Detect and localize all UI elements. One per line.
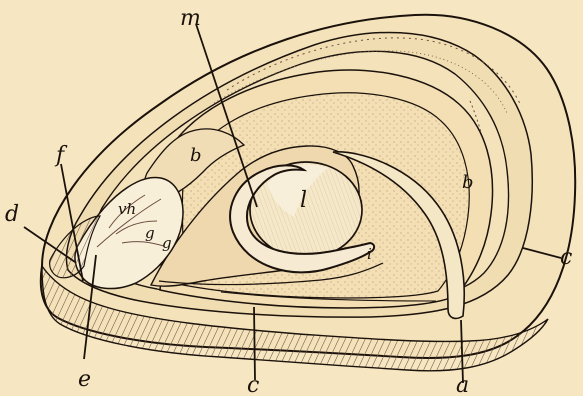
leader-line-c-bottom [254, 307, 255, 380]
label-b-right: b [462, 172, 474, 193]
label-g-upper: g [145, 224, 155, 242]
label-d: d [5, 202, 19, 227]
label-l: l [300, 188, 307, 213]
label-g-lower: g [162, 234, 172, 252]
label-a: a [456, 373, 469, 396]
label-c-right: c [560, 245, 572, 270]
label-c-bottom: c [247, 373, 259, 396]
label-i: i [367, 245, 372, 263]
label-b-left: b [190, 145, 202, 166]
label-e: e [78, 367, 91, 392]
label-m: m [180, 6, 201, 31]
label-vh: vh [118, 200, 136, 218]
label-f: f [54, 143, 68, 168]
